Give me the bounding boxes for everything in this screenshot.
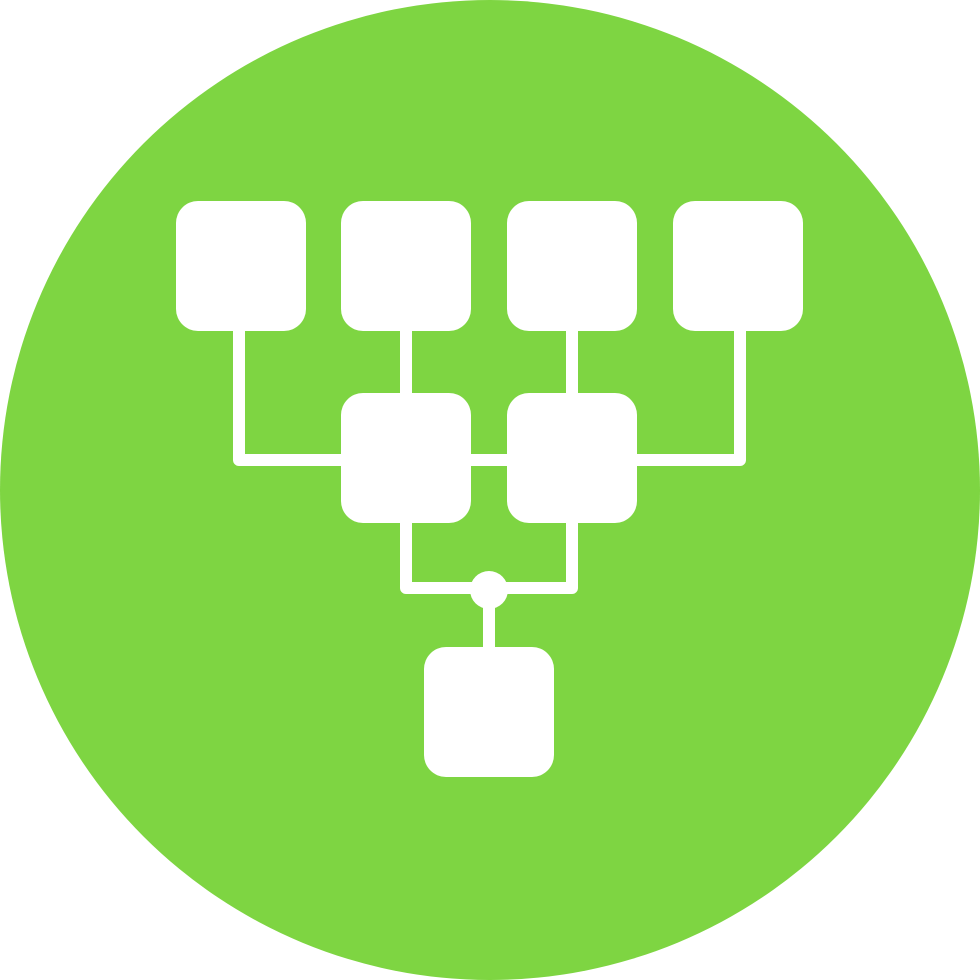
node-top-1 [176,201,306,331]
middle-row-nodes [341,393,637,523]
junction-dot [470,571,508,609]
node-mid-left [341,393,471,523]
node-mid-right [507,393,637,523]
node-top-2 [341,201,471,331]
node-bottom [424,647,554,777]
top-row-nodes [176,201,803,331]
connector-top4-to-mid-right [629,322,746,466]
node-top-3 [507,201,637,331]
connector-top1-to-mid-left [233,322,350,466]
node-top-4 [673,201,803,331]
